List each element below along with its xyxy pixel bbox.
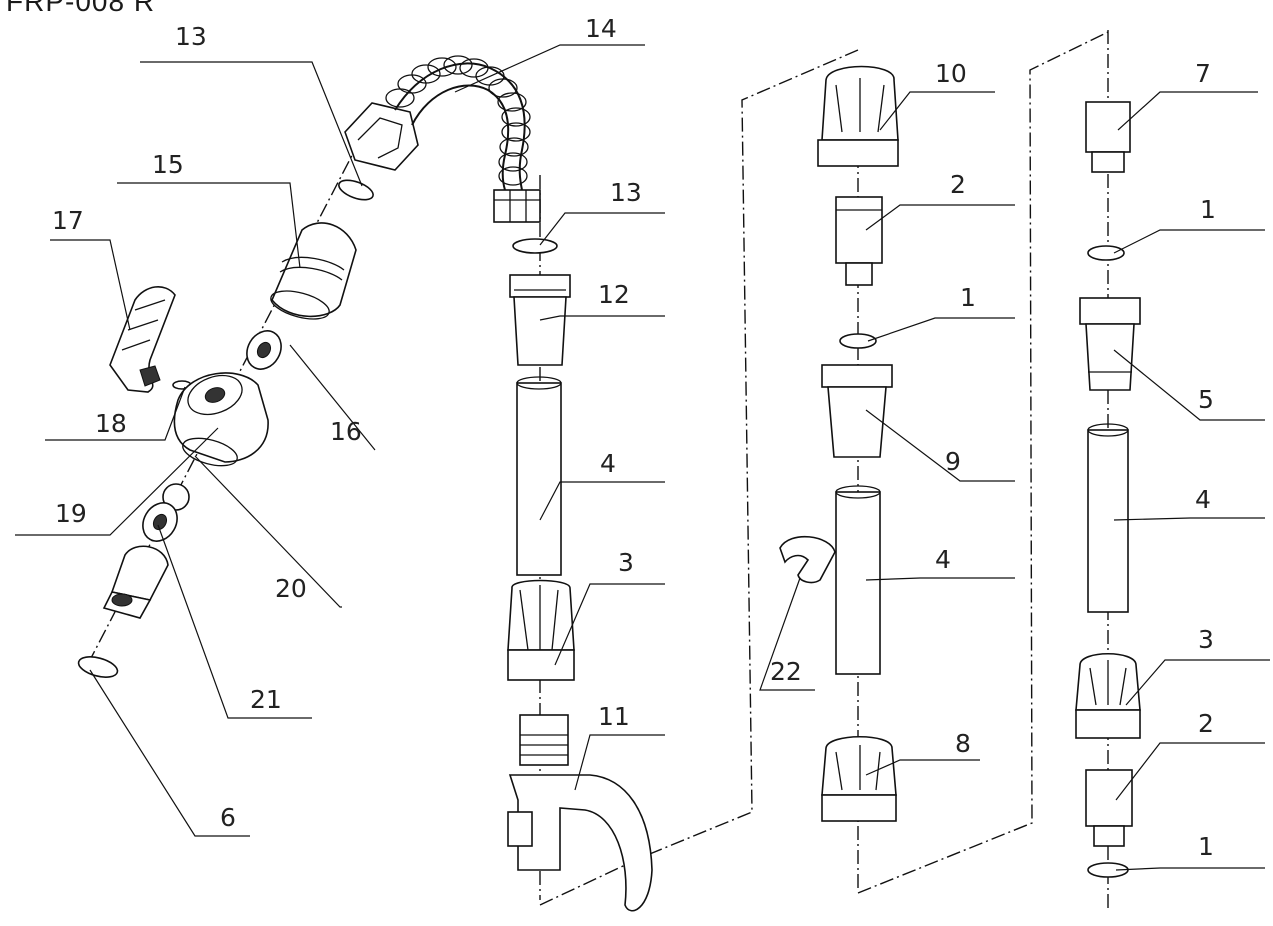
hose-end-nut (493, 189, 541, 223)
callout-4-a: 4 (600, 449, 616, 478)
column-4-parts (1075, 101, 1141, 878)
sleeve-15 (270, 222, 357, 320)
leader-lines (15, 44, 1270, 871)
callout-4-b: 4 (935, 545, 951, 574)
o-ring-1-a (839, 333, 877, 349)
flexible-hose (385, 55, 531, 191)
callout-6: 6 (220, 803, 236, 832)
adapter-9 (821, 364, 893, 458)
hose-assembly (77, 55, 541, 678)
connector-21 (102, 545, 169, 619)
callout-1-a: 1 (960, 283, 976, 312)
callout-3-b: 3 (1198, 625, 1214, 654)
callout-labels: 13 14 15 17 18 16 19 20 21 6 13 12 4 3 1… (52, 14, 1216, 861)
fitting-2-a (835, 196, 883, 286)
callout-20: 20 (275, 574, 307, 603)
adapter-12 (509, 274, 571, 366)
callout-22: 22 (770, 657, 802, 686)
callout-15: 15 (152, 150, 184, 179)
model-title: FRP-008 R (6, 0, 156, 17)
callout-3-a: 3 (618, 548, 634, 577)
callout-13-right: 13 (610, 178, 642, 207)
callout-14: 14 (585, 14, 617, 43)
callout-8: 8 (955, 729, 971, 758)
fitting-7 (1085, 101, 1131, 173)
fitting-2-b (1085, 769, 1133, 847)
callout-9: 9 (945, 447, 961, 476)
hex-nut-3-b (1075, 652, 1141, 739)
callout-19: 19 (55, 499, 87, 528)
callout-1-c: 1 (1198, 832, 1214, 861)
o-ring-6 (77, 656, 119, 678)
tube-4-b (835, 485, 881, 675)
o-ring-1-b (1087, 245, 1125, 261)
spout-11 (507, 714, 653, 912)
callout-12: 12 (598, 280, 630, 309)
callout-16: 16 (330, 417, 362, 446)
callout-21: 21 (250, 685, 282, 714)
hex-nut-10 (817, 65, 899, 167)
callout-13-left: 13 (175, 22, 207, 51)
lever-handle-17 (109, 286, 176, 393)
column-2-parts (507, 238, 653, 912)
callout-2-b: 2 (1198, 709, 1214, 738)
callout-5: 5 (1198, 385, 1214, 414)
callout-11: 11 (598, 702, 630, 731)
tube-4-c (1087, 423, 1129, 613)
callout-4-c: 4 (1195, 485, 1211, 514)
clip-22 (779, 535, 836, 584)
washer-13-right (512, 238, 558, 254)
callout-17: 17 (52, 206, 84, 235)
callout-18: 18 (95, 409, 127, 438)
seal-16-lower (142, 502, 178, 542)
valve-body-19 (173, 372, 269, 467)
hex-nut-8 (821, 735, 897, 822)
callout-10: 10 (935, 59, 967, 88)
hose-hex-nut (344, 102, 419, 171)
adapter-5 (1079, 297, 1141, 391)
washer-13-left (338, 179, 374, 201)
seal-16-upper (246, 330, 282, 370)
column-3-parts (779, 65, 899, 822)
callout-1-b: 1 (1200, 195, 1216, 224)
callout-7: 7 (1195, 59, 1211, 88)
callout-2-a: 2 (950, 170, 966, 199)
tube-4-a (516, 376, 562, 576)
hex-nut-3-a (507, 579, 575, 681)
